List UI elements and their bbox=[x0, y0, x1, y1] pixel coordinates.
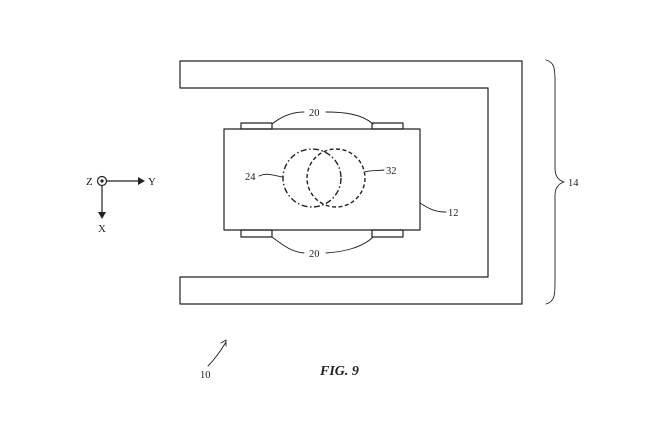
circle-32 bbox=[307, 149, 365, 207]
pad-bottom-right bbox=[372, 230, 403, 237]
enclosure-outline bbox=[180, 61, 522, 304]
leader-pads-bottom-left bbox=[272, 237, 304, 253]
pad-top-left bbox=[241, 123, 272, 129]
leader-pads-top-right bbox=[326, 112, 373, 124]
leader-24 bbox=[259, 174, 283, 177]
leader-pads-top-left bbox=[272, 112, 304, 124]
label-enclosure-14: 14 bbox=[568, 178, 579, 189]
x-axis-arrowhead bbox=[98, 212, 106, 219]
leader-10 bbox=[208, 342, 226, 366]
label-device-12: 12 bbox=[448, 208, 459, 219]
label-circle-32: 32 bbox=[386, 166, 397, 177]
leader-32 bbox=[364, 170, 384, 172]
label-pads-bottom: 20 bbox=[309, 249, 320, 260]
axis-label-z: Z bbox=[86, 176, 93, 188]
y-axis-arrowhead bbox=[138, 177, 145, 185]
label-system-10: 10 bbox=[200, 370, 211, 381]
axis-label-y: Y bbox=[148, 176, 156, 188]
pad-bottom-left bbox=[241, 230, 272, 237]
enclosure-brace bbox=[546, 60, 564, 304]
pad-top-right bbox=[372, 123, 403, 129]
label-circle-24: 24 bbox=[245, 172, 256, 183]
leader-pads-bottom-right bbox=[326, 237, 373, 253]
figure-caption: FIG. 9 bbox=[319, 364, 359, 379]
leader-12 bbox=[420, 203, 446, 212]
axis-label-x: X bbox=[98, 223, 106, 235]
label-pads-top: 20 bbox=[309, 108, 320, 119]
circle-24 bbox=[283, 149, 341, 207]
z-axis-dot bbox=[100, 179, 103, 182]
